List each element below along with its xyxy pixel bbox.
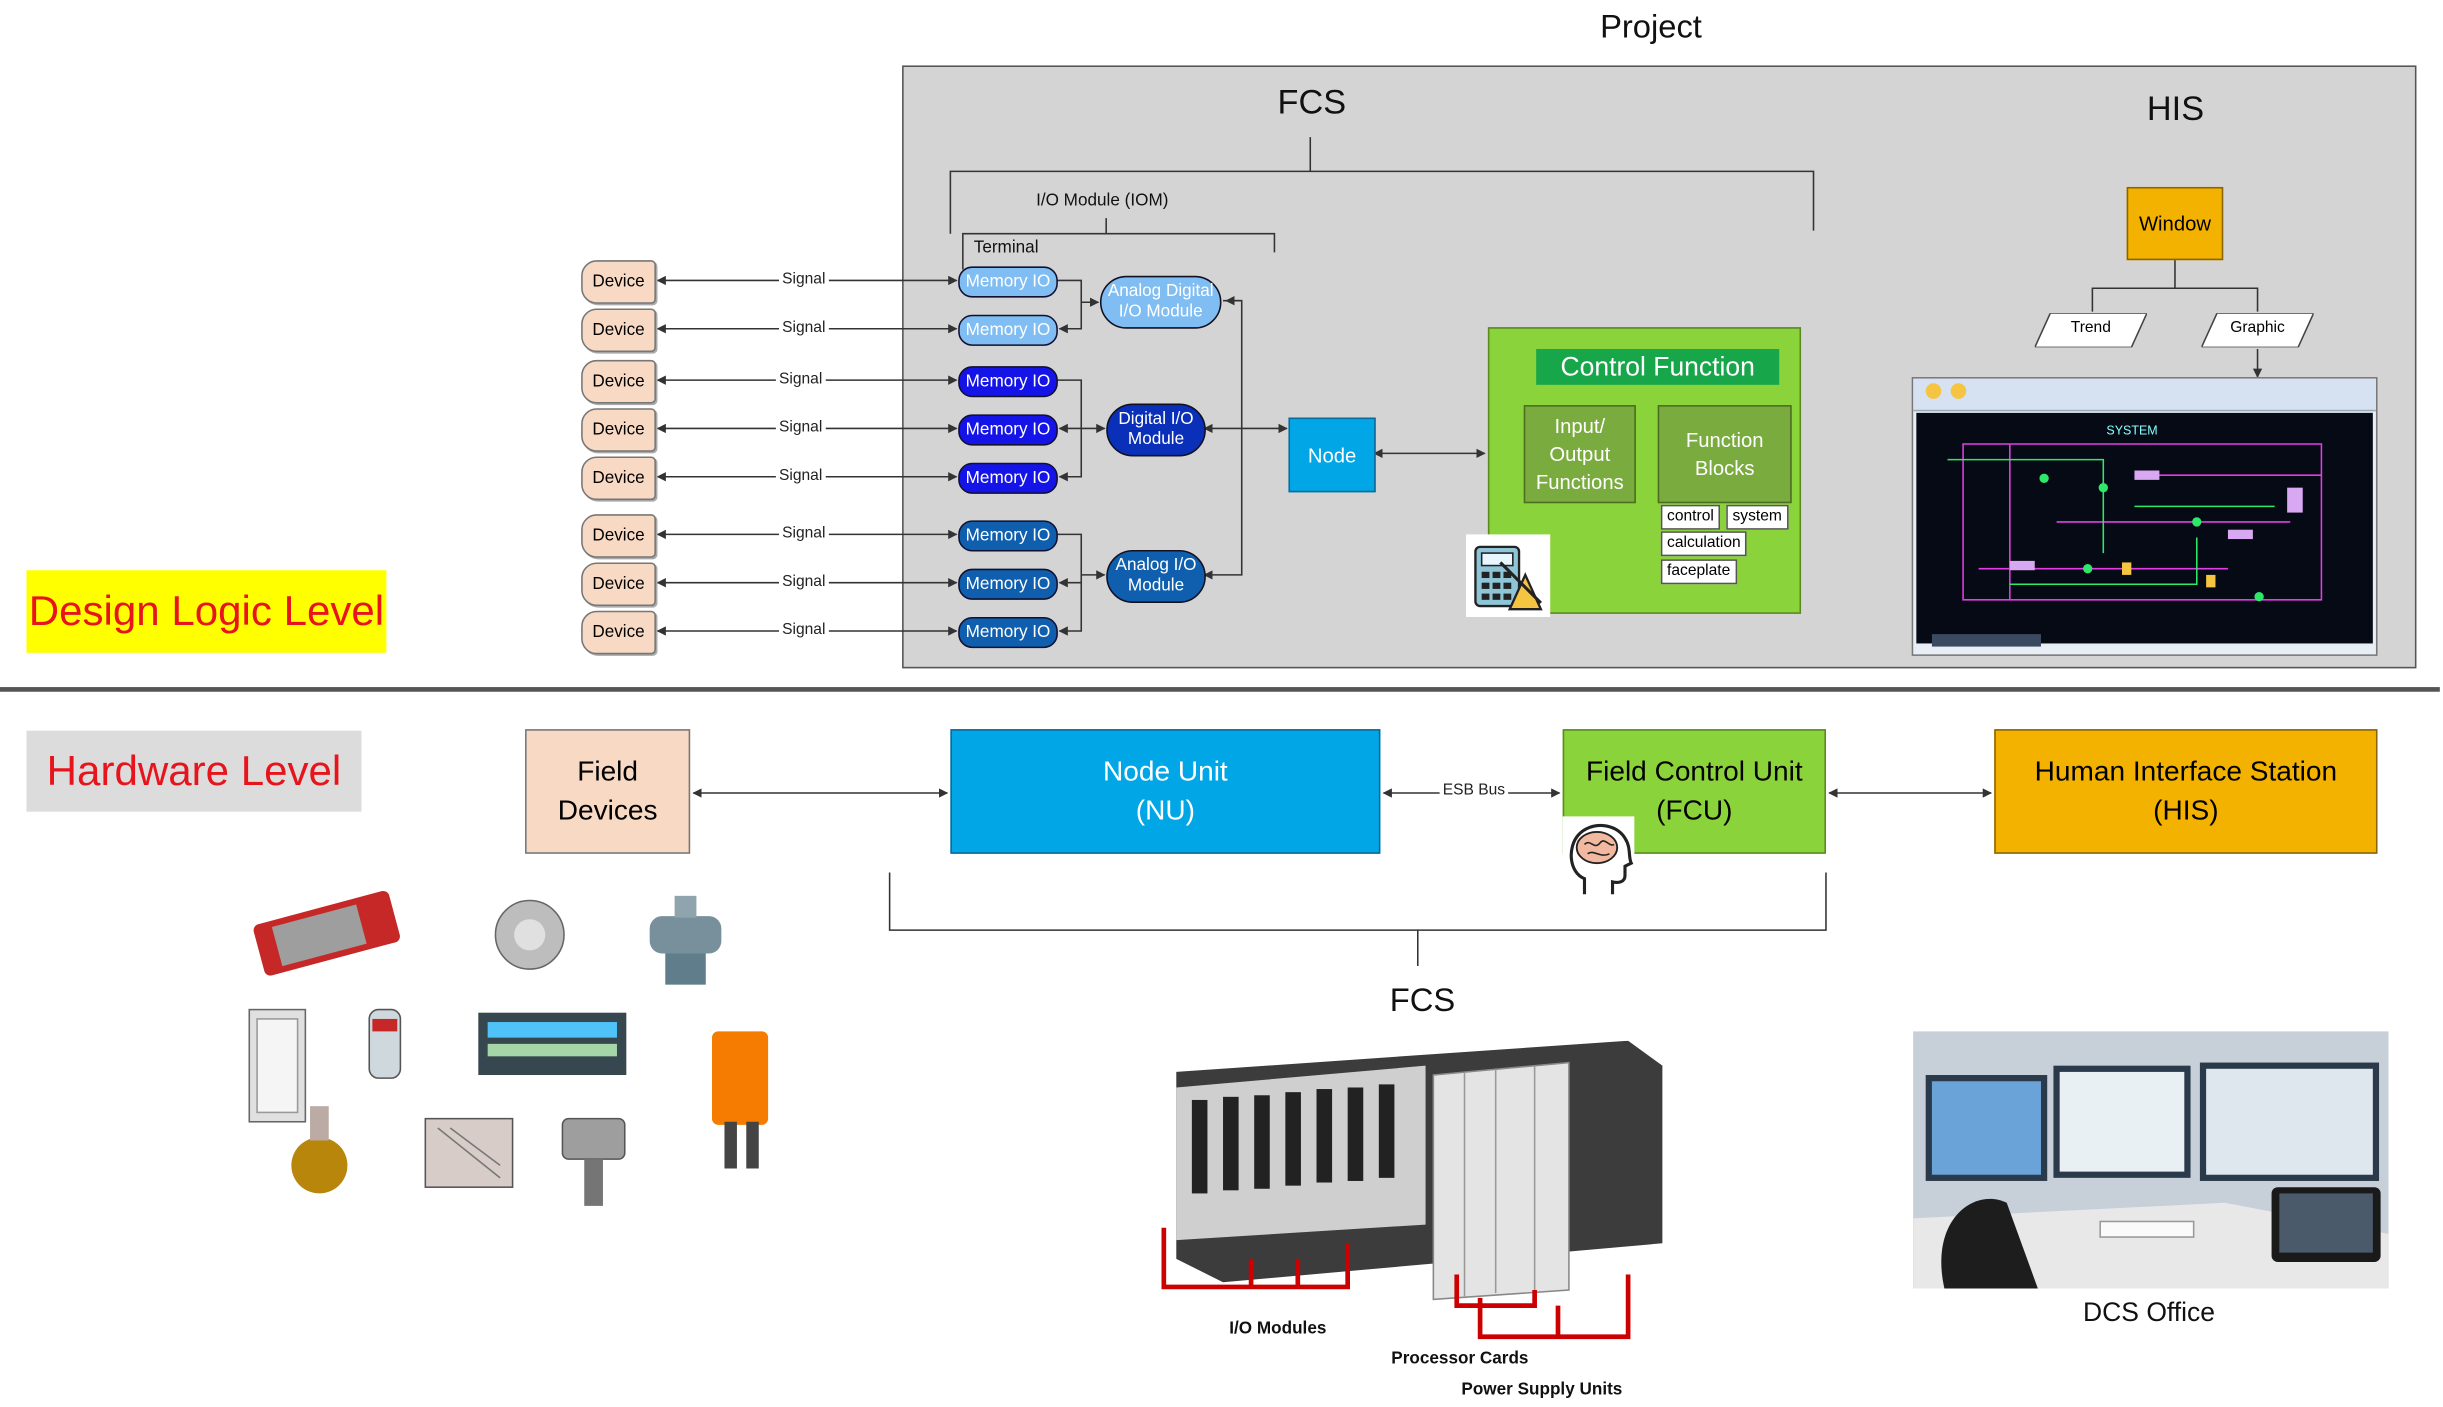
dcs-office-label: DCS Office: [2083, 1297, 2216, 1328]
his-label: HIS: [2146, 88, 2205, 128]
io-functions-box[interactable]: Input/ Output Functions: [1523, 405, 1636, 504]
signal-label-2: Signal: [779, 319, 829, 337]
signal-label-7: Signal: [779, 573, 829, 591]
field-devices-illustration: [241, 888, 779, 1215]
design-logic-level-label: Design Logic Level: [26, 570, 387, 653]
node-unit-box[interactable]: Node Unit (NU): [950, 729, 1381, 854]
his-window-block[interactable]: Window: [2126, 186, 2224, 261]
device-7[interactable]: Device: [581, 562, 656, 607]
trend-block[interactable]: Trend: [2034, 313, 2147, 348]
device-2[interactable]: Device: [581, 308, 656, 353]
device-8[interactable]: Device: [581, 610, 656, 655]
memory-io-4[interactable]: Memory IO: [958, 414, 1058, 446]
screen-title: SYSTEM: [2106, 423, 2158, 438]
tag-faceplate: faceplate: [1660, 559, 1737, 585]
analog-io-module[interactable]: Analog I/O Module: [1106, 549, 1206, 603]
dcs-office-photo: [1913, 1031, 2389, 1289]
memory-io-3[interactable]: Memory IO: [958, 366, 1058, 398]
node-label: Node: [1307, 443, 1357, 467]
signal-label-3: Signal: [775, 370, 826, 388]
device-6[interactable]: Device: [581, 514, 656, 558]
memory-io-2[interactable]: Memory IO: [958, 314, 1058, 346]
rack-label-io-modules: I/O Modules: [1229, 1319, 1327, 1339]
control-function-title: Control Function: [1536, 348, 1780, 385]
device-4[interactable]: Device: [581, 408, 656, 452]
project-title: Project: [1600, 9, 1702, 46]
memory-io-1[interactable]: Memory IO: [958, 266, 1058, 298]
memory-io-7[interactable]: Memory IO: [958, 568, 1058, 600]
brain-icon: [1562, 816, 1635, 898]
graphic-block[interactable]: Graphic: [2201, 313, 2314, 348]
memory-io-6[interactable]: Memory IO: [958, 520, 1058, 552]
memory-io-8[interactable]: Memory IO: [958, 616, 1058, 649]
level-divider: [0, 687, 2440, 692]
node-block[interactable]: Node: [1288, 417, 1376, 493]
his-screen-graphic: SYSTEM: [1911, 377, 2378, 656]
signal-label-8: Signal: [779, 621, 829, 639]
rack-label-power-supply: Power Supply Units: [1461, 1380, 1623, 1400]
fcs-rack-illustration: [1161, 1040, 1667, 1345]
signal-label-4: Signal: [775, 419, 826, 437]
tag-control: control: [1660, 504, 1721, 530]
his-box[interactable]: Human Interface Station (HIS): [1994, 729, 2378, 854]
hardware-fcs-label: FCS: [1389, 983, 1456, 1019]
signal-label-6: Signal: [779, 525, 829, 543]
window-label: Window: [2138, 211, 2211, 236]
esb-bus-label: ESB Bus: [1439, 782, 1509, 800]
calculator-icon: [1466, 534, 1551, 617]
trend-label: Trend: [2070, 319, 2111, 337]
digital-io-module[interactable]: Digital I/O Module: [1106, 403, 1206, 457]
field-devices-box[interactable]: Field Devices: [525, 729, 691, 854]
rack-label-processor-cards: Processor Cards: [1391, 1349, 1529, 1368]
analog-digital-io-module[interactable]: Analog Digital I/O Module: [1099, 275, 1222, 329]
signal-label-1: Signal: [779, 271, 829, 289]
function-blocks-box[interactable]: Function Blocks: [1657, 405, 1792, 504]
fcs-label: FCS: [1277, 82, 1347, 122]
device-1[interactable]: Device: [581, 260, 656, 304]
graphic-label: Graphic: [2230, 319, 2285, 337]
hardware-level-label: Hardware Level: [26, 730, 362, 812]
terminal-label: Terminal: [973, 238, 1039, 258]
tag-system: system: [1726, 504, 1789, 530]
device-3[interactable]: Device: [581, 359, 656, 404]
device-5[interactable]: Device: [581, 456, 656, 501]
iom-label: I/O Module (IOM): [1036, 191, 1169, 211]
tag-calculation: calculation: [1660, 531, 1747, 557]
memory-io-5[interactable]: Memory IO: [958, 462, 1058, 494]
signal-label-5: Signal: [775, 467, 826, 485]
